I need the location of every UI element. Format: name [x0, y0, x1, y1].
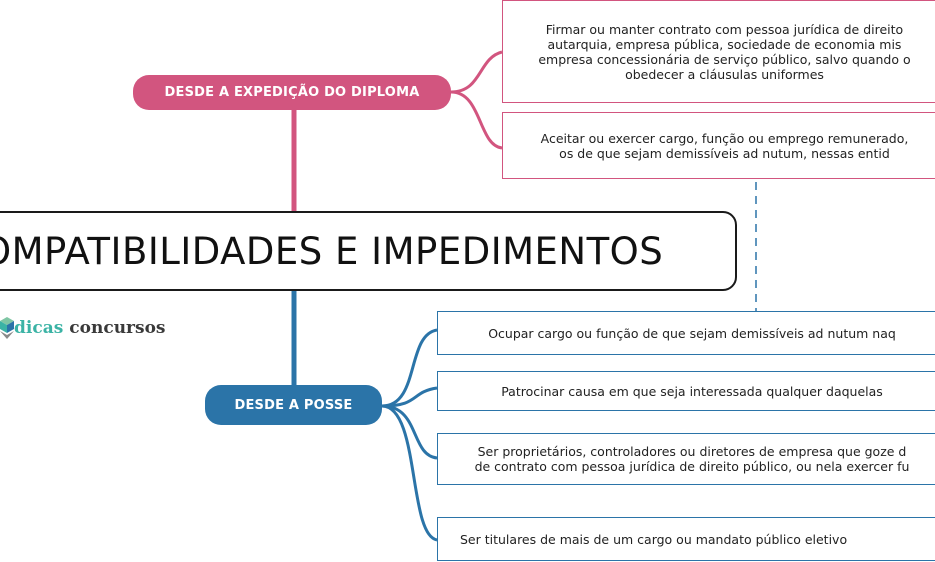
logo-text-dicas: dicas — [14, 318, 64, 338]
posse-item-3: Ser proprietários, controladores ou dire… — [437, 433, 935, 485]
posse-item-text: Ocupar cargo ou função de que sejam demi… — [488, 325, 896, 341]
posse-item-text: Ser titulares de mais de um cargo ou man… — [460, 531, 848, 547]
logo-text-concursos: concursos — [69, 318, 166, 338]
blue-branch-1 — [381, 328, 438, 408]
pink-branch-2 — [450, 90, 503, 150]
posse-item-2: Patrocinar causa em que seja interessada… — [437, 371, 935, 411]
diploma-item-1: Firmar ou manter contrato com pessoa jur… — [502, 0, 935, 103]
posse-item-4: Ser titulares de mais de um cargo ou man… — [437, 517, 935, 561]
pink-branch-1 — [450, 50, 503, 94]
logo-cube-icon — [0, 317, 14, 339]
branch-posse: DESDE A POSSE — [205, 385, 382, 425]
posse-item-text: Patrocinar causa em que seja interessada… — [501, 383, 883, 399]
central-topic: OMPATIBILIDADES E IMPEDIMENTOS — [0, 211, 737, 291]
branch-diploma: DESDE A EXPEDIÇÃO DO DIPLOMA — [133, 75, 451, 110]
posse-item-1: Ocupar cargo ou função de que sejam demi… — [437, 311, 935, 355]
dicas-concursos-logo: dicas concursos — [0, 316, 166, 340]
posse-item-text: Ser proprietários, controladores ou dire… — [474, 444, 910, 474]
blue-branch-4 — [381, 404, 438, 542]
blue-branch-3 — [381, 404, 438, 460]
central-title: OMPATIBILIDADES E IMPEDIMENTOS — [0, 230, 664, 273]
diploma-item-text: Firmar ou manter contrato com pessoa jur… — [538, 21, 911, 82]
blue-branch-2 — [381, 386, 438, 408]
diploma-item-2: Aceitar ou exercer cargo, função ou empr… — [502, 112, 935, 179]
diploma-item-text: Aceitar ou exercer cargo, função ou empr… — [540, 130, 909, 161]
